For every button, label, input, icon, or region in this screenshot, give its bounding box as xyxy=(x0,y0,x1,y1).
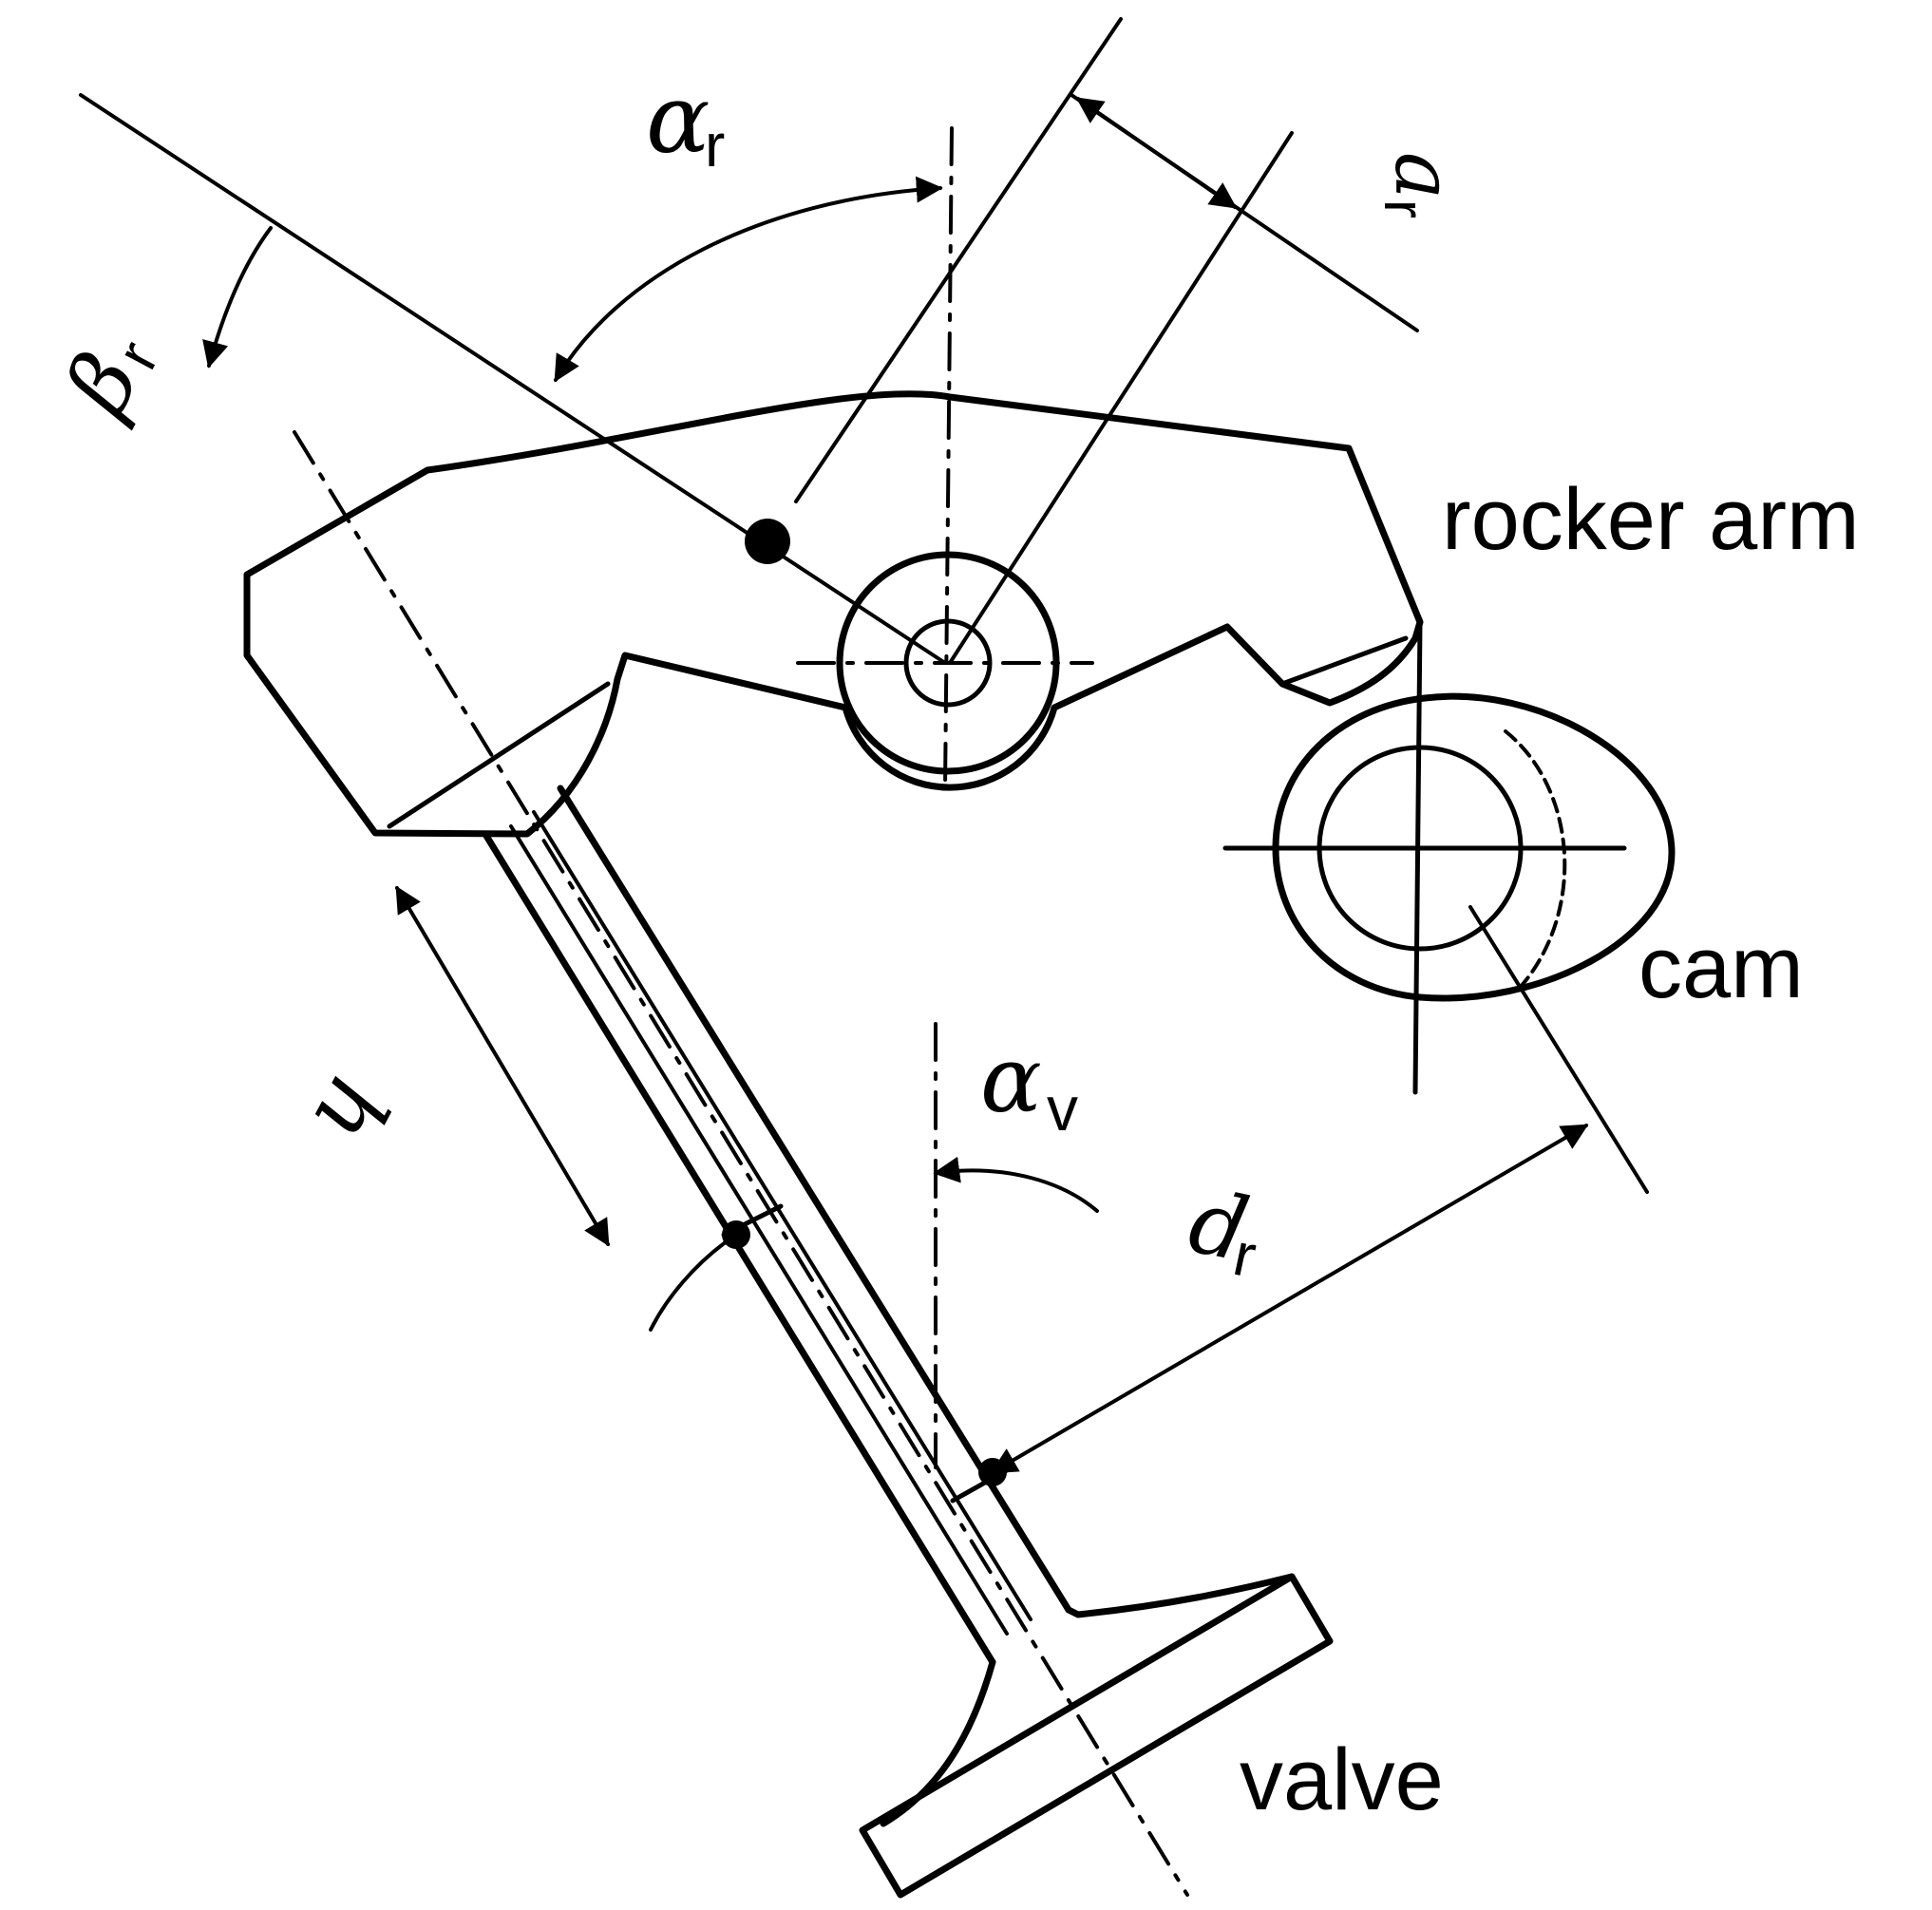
valve-stem-left-edge xyxy=(483,832,996,1666)
alpha-v-subscript: v xyxy=(1047,1073,1078,1144)
dimensions xyxy=(202,97,1589,1474)
offset-line-inner xyxy=(948,131,1294,665)
valve-head-left-fillet xyxy=(880,1658,996,1827)
cam-radial-line xyxy=(1468,905,1649,1194)
rocker-arm xyxy=(243,126,1424,838)
alpha-v-arc xyxy=(933,1156,1099,1213)
pivot-centerline-vertical xyxy=(943,126,954,790)
symbol-h: h xyxy=(293,1063,408,1161)
valve-head xyxy=(859,1573,1334,1899)
cam-centerline-vertical xyxy=(1412,619,1423,1095)
alpha-v-symbol: α xyxy=(980,1027,1042,1133)
alpha-r-arc xyxy=(554,176,943,383)
a-r-dimension-arrow xyxy=(1075,97,1238,209)
cam-label: cam xyxy=(1638,919,1804,1016)
valve-head-right-fillet xyxy=(1065,1573,1296,1618)
a-r-subscript: r xyxy=(1373,199,1436,218)
rocker-arm-label: rocker arm xyxy=(1442,471,1860,568)
symbol-beta-r: β r xyxy=(45,331,172,432)
offset-line-outer xyxy=(794,17,1123,503)
beta-r-arc xyxy=(202,226,273,369)
valve-label: valve xyxy=(1240,1731,1444,1828)
cam xyxy=(1222,619,1676,1095)
symbol-alpha-v: α v xyxy=(980,1027,1078,1144)
valve-stem-right-edge xyxy=(557,785,1072,1614)
cam-base-circle-hidden xyxy=(1504,729,1567,990)
h-dimension-arrow xyxy=(395,885,610,1247)
stem-angle-arc xyxy=(649,1233,738,1332)
symbol-a-r: a r xyxy=(1373,152,1470,218)
a-r-symbol: a xyxy=(1377,152,1470,199)
h-symbol: h xyxy=(293,1063,408,1161)
symbol-d-r: d r xyxy=(1181,1170,1261,1291)
rocker-arm-axis-line xyxy=(79,93,947,665)
rocker-arm-right-pad xyxy=(1279,635,1409,687)
valve-axis-centerline xyxy=(293,430,1189,1897)
valve-inner-line-right xyxy=(532,810,1032,1621)
rocker-arm-left-pad xyxy=(387,681,611,829)
symbol-alpha-r: α r xyxy=(646,64,725,180)
rocker-arm-outline xyxy=(243,390,1424,838)
cam-profile xyxy=(1272,692,1676,1002)
valve-inner-line-left xyxy=(509,824,1009,1636)
d-r-dimension-arrow xyxy=(990,1124,1589,1474)
alpha-r-symbol: α xyxy=(646,64,710,175)
alpha-r-subscript: r xyxy=(705,111,725,180)
